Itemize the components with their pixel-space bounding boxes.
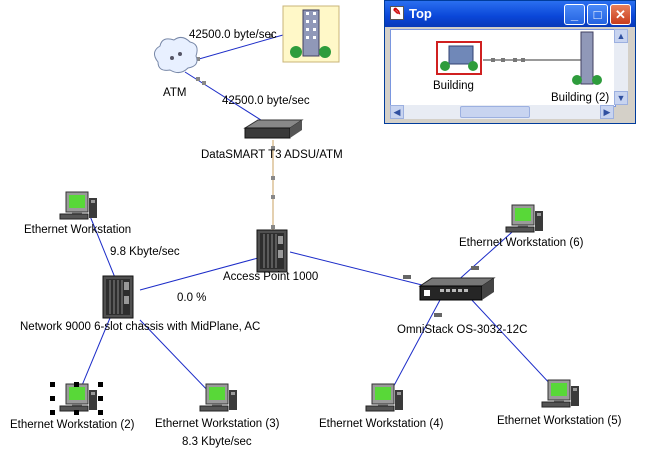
vertical-scrollbar[interactable]: ▲ ▼ xyxy=(614,29,628,105)
ws5-label: Ethernet Workstation (5) xyxy=(497,415,622,427)
links xyxy=(77,32,554,396)
workstation-2-icon[interactable] xyxy=(59,383,98,412)
building-icon[interactable] xyxy=(282,5,340,63)
scroll-right-icon[interactable]: ▶ xyxy=(600,105,614,119)
overview-node-building[interactable]: Building xyxy=(433,80,474,92)
link-stat-atm-datasmart: 42500.0 byte/sec xyxy=(222,95,310,107)
overview-node-building-2[interactable]: Building (2) xyxy=(551,92,610,104)
link-stat-ws3: 8.3 Kbyte/sec xyxy=(182,436,252,448)
maximize-icon[interactable]: □ xyxy=(587,4,608,25)
selection-handles[interactable] xyxy=(50,382,103,415)
link-stat-atm-building: 42500.0 byte/sec xyxy=(189,29,277,41)
workstation-3-icon[interactable] xyxy=(199,383,238,412)
ws6-label: Ethernet Workstation (6) xyxy=(459,237,584,249)
omnistack-switch-icon[interactable] xyxy=(418,277,496,301)
datasmart-router-icon[interactable] xyxy=(243,119,304,139)
scroll-down-icon[interactable]: ▼ xyxy=(614,91,628,105)
datasmart-label: DataSMART T3 ADSU/ATM xyxy=(201,149,343,161)
ws4-label: Ethernet Workstation (4) xyxy=(319,418,444,430)
scroll-thumb[interactable] xyxy=(460,106,530,118)
ws-topleft-label: Ethernet Workstation xyxy=(24,224,132,236)
workstation-4-icon[interactable] xyxy=(365,383,404,412)
network9000-chassis-icon[interactable] xyxy=(102,275,134,319)
access-point-label: Access Point 1000 xyxy=(223,271,319,283)
omnistack-label: OmniStack OS-3032-12C xyxy=(397,324,528,336)
scroll-up-icon[interactable]: ▲ xyxy=(614,29,628,43)
overview-map[interactable]: Building Building (2) xyxy=(390,29,616,107)
link-stat-utilization: 0.0 % xyxy=(177,292,207,304)
close-icon[interactable]: ✕ xyxy=(610,4,631,25)
access-point-chassis-icon[interactable] xyxy=(256,229,288,273)
atm-label: ATM xyxy=(163,87,187,99)
window-app-icon: ✎ xyxy=(390,6,404,20)
overview-title: Top xyxy=(409,6,432,21)
atm-cloud-icon[interactable] xyxy=(154,36,198,74)
overview-window[interactable]: ✎ Top _ □ ✕ Building Building (2) ▲ ▼ ◀ … xyxy=(384,0,636,124)
scroll-left-icon[interactable]: ◀ xyxy=(390,105,404,119)
workstation-6-icon[interactable] xyxy=(505,204,544,233)
network9000-label: Network 9000 6-slot chassis with MidPlan… xyxy=(20,321,261,333)
ws3-label: Ethernet Workstation (3) xyxy=(155,418,280,430)
workstation-icon[interactable] xyxy=(59,191,98,220)
overview-titlebar[interactable]: ✎ Top _ □ ✕ xyxy=(385,1,635,27)
horizontal-scrollbar[interactable]: ◀ ▶ xyxy=(390,105,614,119)
minimize-icon[interactable]: _ xyxy=(564,4,585,25)
ws2-label: Ethernet Workstation (2) xyxy=(10,419,135,431)
link-stat-ws-network: 9.8 Kbyte/sec xyxy=(110,246,180,258)
overview-drawing xyxy=(436,31,602,85)
workstation-5-icon[interactable] xyxy=(541,379,580,408)
